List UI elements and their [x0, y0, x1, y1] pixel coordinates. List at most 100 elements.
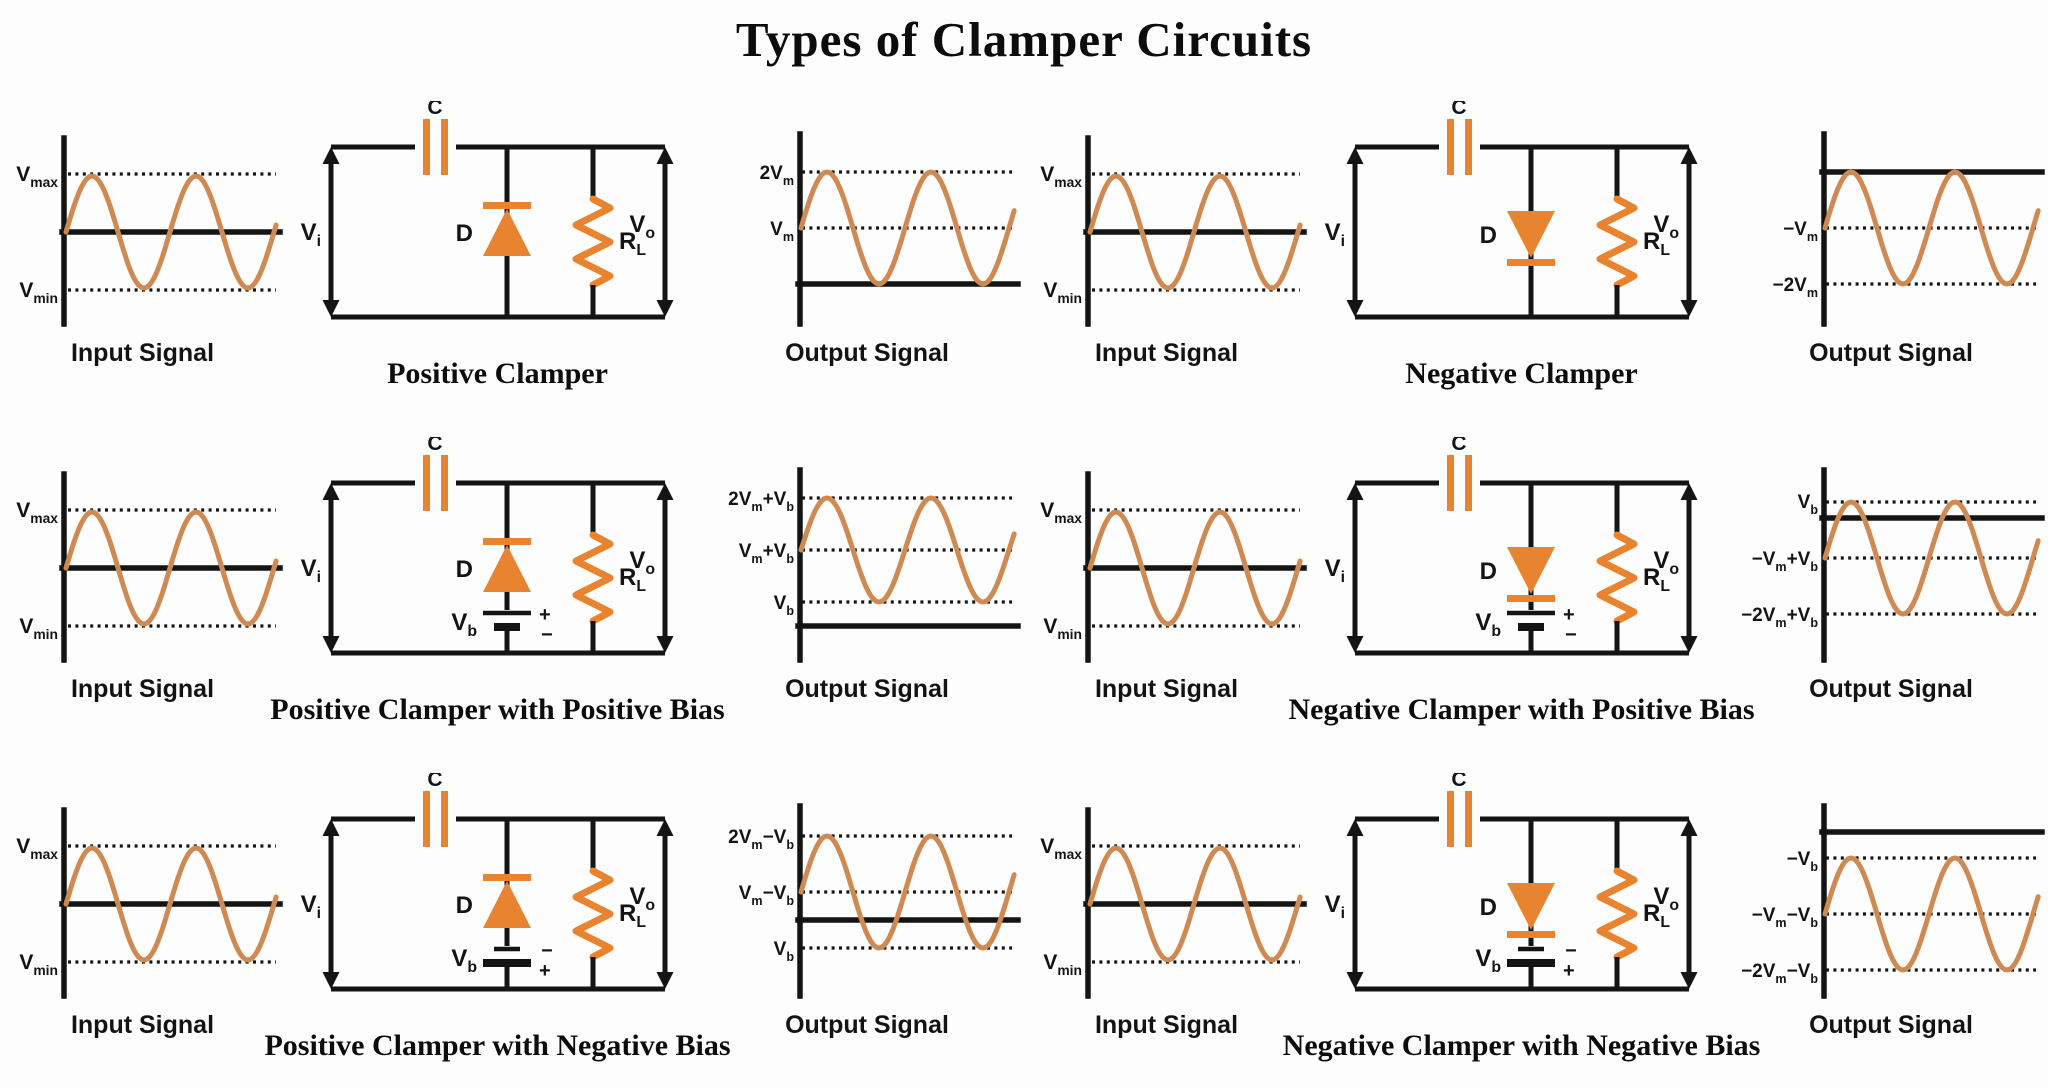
output-sine-wave [798, 833, 1017, 951]
output-signal-graph: 2Vm+Vb Vm+Vb Vb [728, 467, 1021, 663]
circuit-caption: Positive Clamper with Positive Bias [270, 693, 725, 726]
level-label: −2Vm−Vb [1741, 961, 1818, 986]
row-unbiased: Input Signal Positive Clamper 2Vm [0, 78, 2048, 414]
output-signal-caption: Output Signal [1809, 675, 1973, 703]
output-signal-caption: Output Signal [1809, 1011, 1973, 1039]
output-signal-caption: Output Signal [785, 675, 949, 703]
row-positive-bias: Input Signal Positive Clamper with Posit… [0, 414, 2048, 750]
output-sine-wave [798, 169, 1017, 287]
output-signal-block: −Vb −Vm−Vb −2Vm−Vb Output Signal [1734, 796, 2048, 1040]
level-label: −Vm−Vb [1752, 905, 1819, 930]
output-signal-caption: Output Signal [785, 1011, 949, 1039]
input-signal-caption: Input Signal [70, 339, 215, 367]
battery-positive [451, 604, 552, 646]
output-signal-graph: −Vm −2Vm [1773, 131, 2045, 327]
input-graph [1040, 138, 1304, 324]
circuit-caption: Negative Clamper with Positive Bias [1288, 693, 1755, 726]
circuit-caption: Positive Clamper with Negative Bias [264, 1029, 731, 1062]
input-graph [16, 138, 280, 324]
input-signal-graph [1024, 796, 1309, 1001]
level-label: Vb [774, 593, 795, 618]
level-label: Vb [1798, 492, 1819, 517]
input-signal-block: Input Signal [0, 460, 285, 704]
panel-negative-clamper-negative-bias: Input Signal Negative Clamper with Negat… [1024, 750, 2048, 1086]
output-sine-wave [798, 495, 1017, 605]
level-label: 2Vm+Vb [728, 489, 794, 514]
battery-negative [1475, 940, 1576, 982]
input-graph [1040, 810, 1304, 996]
circuit-block: Negative Clamper with Negative Bias [1283, 773, 1760, 1063]
output-sine-wave [1822, 169, 2041, 287]
panel-negative-clamper: Input Signal Negative Clamper −Vm [1024, 78, 2048, 414]
level-label: Vb [774, 939, 795, 964]
input-graph [1040, 474, 1304, 660]
input-signal-caption: Input Signal [1094, 675, 1239, 703]
level-label: −Vm+Vb [1752, 549, 1819, 574]
circuit-diagram [1309, 773, 1734, 1025]
diode-up [455, 874, 531, 928]
level-label: Vm [770, 219, 794, 244]
panel-positive-clamper-positive-bias: Input Signal Positive Clamper with Posit… [0, 414, 1024, 750]
level-label: −2Vm [1773, 275, 1819, 300]
panel-positive-clamper: Input Signal Positive Clamper 2Vm [0, 78, 1024, 414]
output-signal-block: 2Vm+Vb Vm+Vb Vb Output Signal [710, 460, 1024, 704]
circuit-block: Negative Clamper [1309, 101, 1734, 391]
input-signal-graph [1024, 124, 1309, 329]
level-label: −Vm [1783, 219, 1818, 244]
input-graph [16, 474, 280, 660]
input-signal-graph [0, 124, 285, 329]
output-signal-caption: Output Signal [1809, 339, 1973, 367]
level-label: 2Vm−Vb [728, 827, 794, 852]
input-signal-caption: Input Signal [1094, 1011, 1239, 1039]
output-signal-caption: Output Signal [785, 339, 949, 367]
output-signal-graph: −Vb −Vm−Vb −2Vm−Vb [1741, 803, 2045, 999]
level-label: −2Vm+Vb [1741, 605, 1818, 630]
circuit-frame [1325, 437, 1698, 653]
level-label: Vm+Vb [739, 541, 795, 566]
circuit-diagram [285, 773, 710, 1025]
circuit-diagram [1309, 101, 1734, 353]
panel-negative-clamper-positive-bias: Input Signal Negative Clamper with Posit… [1024, 414, 2048, 750]
level-label: 2Vm [760, 163, 794, 188]
panel-positive-clamper-negative-bias: Input Signal Positive Clamper with Negat… [0, 750, 1024, 1086]
circuit-caption: Negative Clamper [1405, 357, 1638, 390]
input-signal-block: Input Signal [0, 124, 285, 368]
output-signal-block: 2Vm−Vb Vm−Vb Vb Output Signal [710, 796, 1024, 1040]
level-label: Vm−Vb [739, 883, 795, 908]
output-sine-wave [1822, 855, 2041, 973]
circuit-caption: Negative Clamper with Negative Bias [1282, 1029, 1761, 1062]
input-signal-caption: Input Signal [70, 675, 215, 703]
output-signal-block: 2Vm Vm Output Signal [710, 124, 1024, 368]
battery-negative [451, 940, 552, 982]
circuit-block: Negative Clamper with Positive Bias [1288, 437, 1755, 727]
circuit-diagram [1309, 437, 1734, 689]
circuit-frame [1325, 101, 1698, 317]
diode-down [1479, 547, 1555, 602]
input-graph [16, 810, 280, 996]
circuit-caption: Positive Clamper [387, 357, 608, 390]
input-signal-graph [0, 796, 285, 1001]
input-signal-caption: Input Signal [1094, 339, 1239, 367]
circuit-diagram [285, 101, 710, 353]
output-signal-block: −Vm −2Vm Output Signal [1734, 124, 2048, 368]
diode-up [455, 538, 531, 592]
diode-down [1479, 883, 1555, 938]
row-negative-bias: Input Signal Positive Clamper with Negat… [0, 750, 2048, 1086]
input-signal-block: Input Signal [1024, 460, 1309, 704]
diode-down [1479, 211, 1555, 266]
input-signal-block: Input Signal [1024, 124, 1309, 368]
battery-positive [1475, 604, 1576, 646]
diode-up [455, 202, 531, 256]
circuit-block: Positive Clamper [285, 101, 710, 391]
level-label: −Vb [1787, 849, 1819, 874]
page-title: Types of Clamper Circuits [735, 11, 1313, 67]
input-signal-caption: Input Signal [70, 1011, 215, 1039]
output-signal-graph: 2Vm−Vb Vm−Vb Vb [728, 803, 1021, 999]
circuit-block: Positive Clamper with Positive Bias [270, 437, 725, 727]
circuit-block: Positive Clamper with Negative Bias [264, 773, 731, 1063]
output-signal-graph: Vb −Vm+Vb −2Vm+Vb [1741, 467, 2045, 663]
circuit-frame [1325, 773, 1698, 989]
circuit-diagram [285, 437, 710, 689]
input-signal-block: Input Signal [0, 796, 285, 1040]
